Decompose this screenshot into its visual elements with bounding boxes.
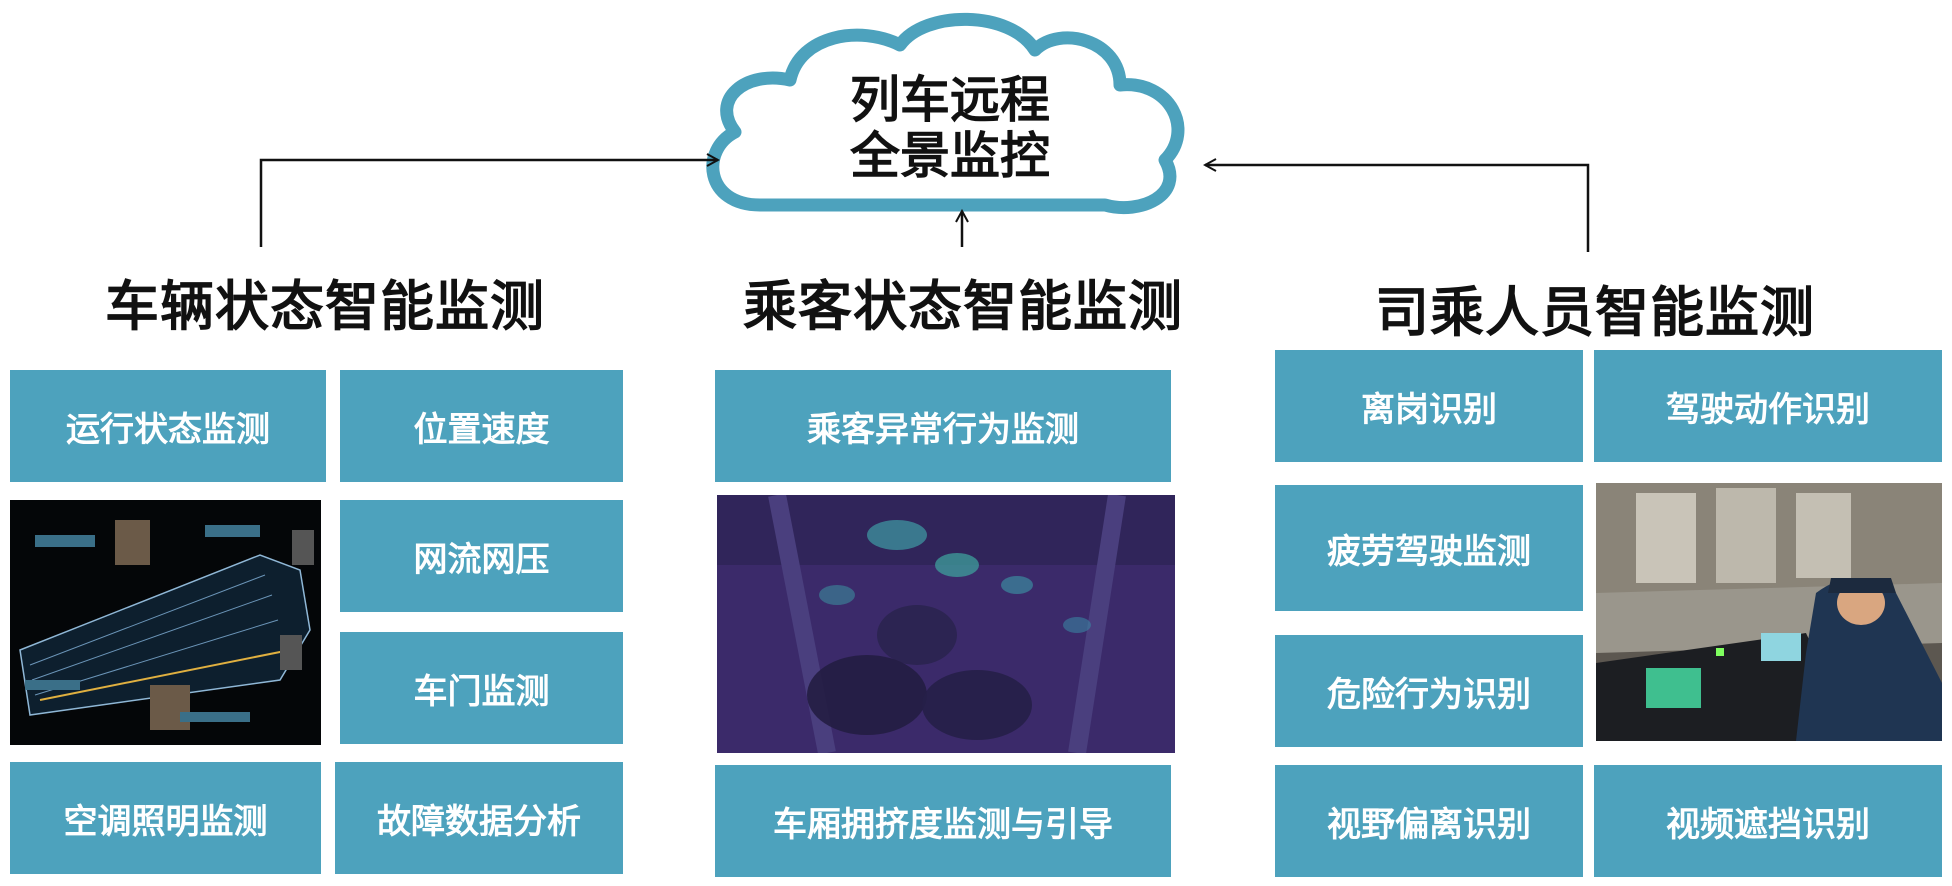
box-grid-current-voltage: 网流网压 bbox=[340, 500, 623, 612]
cloud-shape bbox=[706, 12, 1185, 215]
cloud-label-line2: 全景监控 bbox=[850, 127, 1050, 185]
vehicle-heading: 车辆状态智能监测 bbox=[105, 275, 545, 338]
arrow-crew-to-cloud bbox=[1205, 165, 1590, 252]
box-absence-detection: 离岗识别 bbox=[1275, 350, 1583, 462]
box-crowding-guidance: 车厢拥挤度监测与引导 bbox=[715, 765, 1171, 877]
cloud-label-line1: 列车远程 bbox=[850, 71, 1050, 129]
box-running-state: 运行状态监测 bbox=[10, 370, 326, 482]
crew-heading: 司乘人员智能监测 bbox=[1375, 281, 1815, 344]
box-abnormal-behavior: 乘客异常行为监测 bbox=[715, 370, 1171, 482]
arrow-vehicle-to-cloud bbox=[259, 160, 718, 247]
box-driving-action: 驾驶动作识别 bbox=[1594, 350, 1942, 462]
box-ac-lighting: 空调照明监测 bbox=[10, 762, 321, 874]
passenger-heading: 乘客状态智能监测 bbox=[743, 275, 1183, 338]
passenger-heatmap-image bbox=[717, 495, 1175, 753]
box-view-deviation: 视野偏离识别 bbox=[1275, 765, 1583, 877]
train-wireframe-image bbox=[10, 500, 321, 745]
driver-cab-image bbox=[1596, 483, 1942, 741]
box-position-speed: 位置速度 bbox=[340, 370, 623, 482]
box-fault-analysis: 故障数据分析 bbox=[335, 762, 623, 874]
box-fatigue-driving: 疲劳驾驶监测 bbox=[1275, 485, 1583, 611]
box-door-monitoring: 车门监测 bbox=[340, 632, 623, 744]
cloud-label: 列车远程 全景监控 bbox=[760, 72, 1140, 184]
box-video-occlusion: 视频遮挡识别 bbox=[1594, 765, 1942, 877]
box-dangerous-behavior: 危险行为识别 bbox=[1275, 635, 1583, 747]
